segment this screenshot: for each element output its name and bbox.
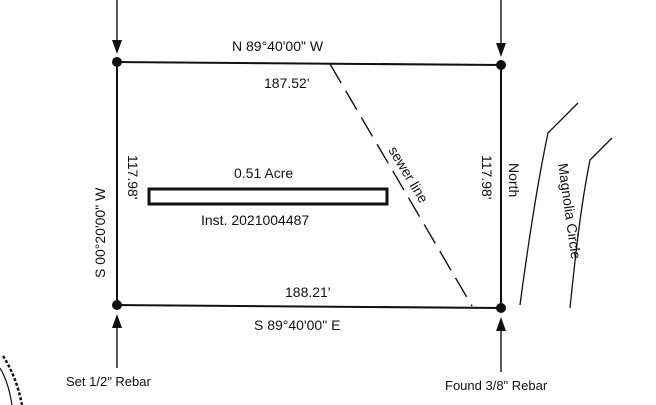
corner-marker-se xyxy=(496,303,506,313)
adjoining-feature xyxy=(1,355,24,405)
south-bearing-label: S 89°40'00" E xyxy=(254,317,340,333)
sewer-line xyxy=(329,63,473,307)
south-boundary-line xyxy=(116,304,502,309)
south-distance-label: 188.21' xyxy=(285,284,331,300)
street-curb-west xyxy=(519,102,579,306)
east-bearing-label: North xyxy=(506,163,522,197)
sewer-line-label: sewer line xyxy=(385,143,431,205)
north-arrow-right xyxy=(496,0,506,57)
west-bearing-label: S 00°20'00" W xyxy=(92,187,108,278)
west-distance-label: 117.98' xyxy=(125,155,141,199)
street-curb-east xyxy=(569,137,613,309)
north-boundary-line xyxy=(116,61,502,66)
corner-marker-ne xyxy=(496,60,506,70)
corner-marker-sw xyxy=(112,300,122,310)
south-arrow-left xyxy=(112,314,122,368)
corner-marker-nw xyxy=(112,57,122,67)
north-bearing-label: N 89°40'00" W xyxy=(232,38,324,54)
street-name-label: Magnolia Circle xyxy=(555,162,584,260)
north-distance-label: 187.52' xyxy=(264,75,310,91)
adjoining-feature-edge xyxy=(0,367,13,405)
south-arrow-right xyxy=(496,317,506,372)
east-distance-label: 117.98' xyxy=(479,155,495,199)
north-arrow-left xyxy=(112,0,122,54)
instrument-label: Inst. 2021004487 xyxy=(201,212,309,228)
lot-label-box xyxy=(147,187,389,206)
area-label: 0.51 Acre xyxy=(234,165,293,181)
se-corner-label: Found 3/8" Rebar xyxy=(445,378,548,393)
sw-corner-label: Set 1/2" Rebar xyxy=(66,374,152,389)
